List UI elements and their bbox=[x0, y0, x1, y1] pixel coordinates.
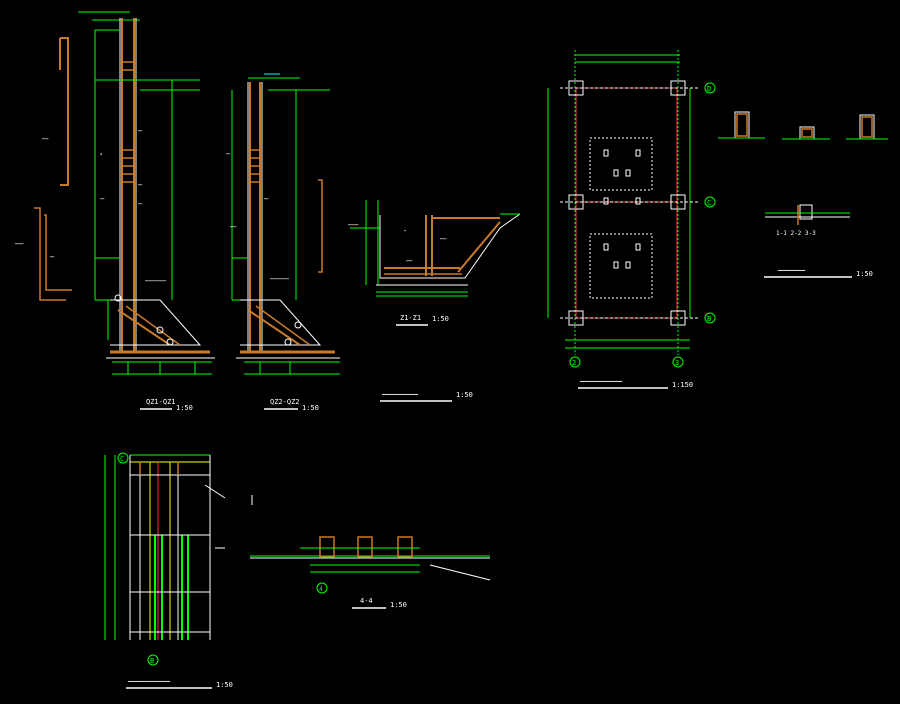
z1-section: ━━━━━ ━ ━━━ ━━━ bbox=[347, 200, 521, 297]
qz2-title: QZ2-QZ2 bbox=[270, 398, 300, 406]
svg-text:▪: ▪ bbox=[100, 152, 102, 156]
section-123-title: 1-1 2-2 3-3 bbox=[776, 230, 816, 237]
svg-text:━━━━: ━━━━ bbox=[14, 242, 24, 246]
z11-group-scale: 1:50 bbox=[456, 391, 473, 399]
svg-text:━━: ━━ bbox=[49, 255, 55, 259]
svg-text:━━: ━━ bbox=[263, 197, 269, 201]
svg-text:━━━: ━━━ bbox=[229, 225, 237, 229]
section-123-scale: 1:50 bbox=[856, 270, 873, 278]
axis-3: 3 bbox=[675, 359, 679, 367]
axis-b: B bbox=[707, 315, 711, 323]
z11-scale: 1:50 bbox=[432, 315, 449, 323]
elev-caption: ━━━━━━━━━━━━━━ bbox=[127, 679, 171, 685]
svg-text:━━: ━━ bbox=[225, 152, 231, 156]
wall-section-qz1: ━━━ ▪ ━━ ━━ ━━ ━━ ━━━━ ━━ ━━━━━━━━━━ bbox=[14, 11, 215, 375]
svg-text:━━: ━━ bbox=[137, 129, 143, 133]
z11-drawing-caption: ━━━━━━━━━━━━ bbox=[381, 392, 419, 398]
axis-2: 2 bbox=[572, 359, 576, 367]
qz2-scale: 1:50 bbox=[302, 404, 319, 412]
sec4-axis: 4 bbox=[319, 586, 323, 593]
svg-text:━━: ━━ bbox=[137, 202, 143, 206]
bottom-elevation bbox=[104, 452, 226, 666]
qz1-scale: 1:50 bbox=[176, 404, 193, 412]
wall-section-qz2: ━━ ━━ ━━━ ━━━━━━━━━ bbox=[225, 73, 340, 375]
svg-text:━━━━━━━━━: ━━━━━━━━━ bbox=[269, 277, 290, 281]
section-44-scale: 1:50 bbox=[390, 601, 407, 609]
svg-text:━━━━━: ━━━━━ bbox=[347, 223, 359, 227]
section-4-4 bbox=[250, 536, 491, 594]
z11-title: Z1-Z1 bbox=[400, 314, 421, 322]
svg-text:━━: ━━ bbox=[99, 197, 105, 201]
svg-text:━━━━━━━━━━: ━━━━━━━━━━ bbox=[144, 279, 167, 283]
column-sections bbox=[718, 111, 888, 225]
elev-axis-bottom: B bbox=[150, 657, 154, 665]
svg-text:━━: ━━ bbox=[137, 183, 143, 187]
axis-c: C bbox=[707, 199, 711, 207]
section-44-title: 4-4 bbox=[360, 597, 373, 605]
svg-text:━━━: ━━━ bbox=[41, 137, 49, 141]
elev-axis-top: C bbox=[120, 455, 124, 463]
svg-text:━: ━ bbox=[403, 229, 407, 233]
section-group-caption: ━━━━━━━━━ bbox=[777, 268, 806, 274]
plan-caption: ━━━━━━━━━━━━━━ bbox=[579, 379, 623, 385]
foundation-plan bbox=[547, 50, 716, 368]
svg-text:━━━: ━━━ bbox=[439, 237, 447, 241]
plan-scale: 1:150 bbox=[672, 381, 693, 389]
qz1-title: QZ1-QZ1 bbox=[146, 398, 176, 406]
elev-scale: 1:50 bbox=[216, 681, 233, 689]
axis-d: D bbox=[707, 85, 711, 93]
svg-text:━━━: ━━━ bbox=[405, 259, 413, 263]
